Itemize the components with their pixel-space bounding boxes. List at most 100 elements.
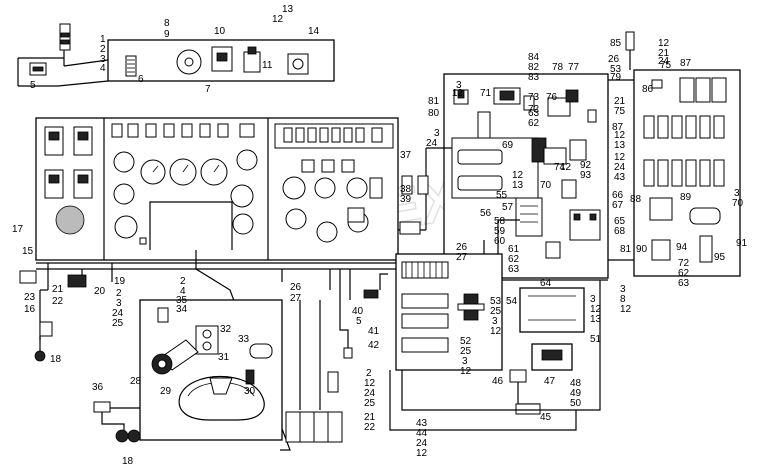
label-2: 2	[100, 44, 106, 55]
label-75b: 75	[614, 106, 626, 117]
label-12f: 12	[614, 130, 626, 141]
label-12l: 12	[590, 304, 602, 315]
label-85: 85	[610, 38, 622, 49]
label-46: 46	[492, 376, 504, 387]
label-28: 28	[130, 376, 142, 387]
label-5b: 5	[356, 316, 362, 327]
label-21d: 21	[614, 96, 626, 107]
label-24d: 24	[658, 56, 670, 67]
label-27b: 27	[456, 252, 468, 263]
label-67: 67	[612, 200, 624, 211]
label-21b: 21	[364, 412, 376, 423]
label-86: 86	[642, 84, 654, 95]
label-64: 64	[540, 278, 552, 289]
label-26b: 26	[456, 242, 468, 253]
label-23: 23	[24, 292, 36, 303]
instrument-panel	[35, 117, 399, 261]
label-26a: 26	[290, 282, 302, 293]
label-81a: 81	[428, 96, 440, 107]
label-43a: 43	[416, 418, 428, 429]
label-95: 95	[714, 252, 726, 263]
label-41: 41	[368, 326, 380, 337]
label-2b: 2	[116, 288, 122, 299]
label-70a: 70	[540, 180, 552, 191]
label-36: 36	[92, 382, 104, 393]
label-24c: 24	[416, 438, 428, 449]
label-65: 65	[614, 216, 626, 227]
label-8b: 8	[620, 294, 626, 305]
label-38: 38	[400, 184, 412, 195]
label-82: 82	[528, 62, 540, 73]
label-12k: 12	[560, 162, 572, 173]
label-83: 83	[528, 72, 540, 83]
label-49: 49	[570, 388, 582, 399]
label-13d: 13	[590, 314, 602, 325]
label-87b: 87	[612, 122, 624, 133]
label-3g: 3	[434, 128, 440, 139]
label-84: 84	[528, 52, 540, 63]
label-63b: 63	[678, 278, 690, 289]
label-12a: 12	[364, 378, 376, 389]
label-39: 39	[400, 194, 412, 205]
label-77: 77	[568, 62, 580, 73]
steering-column-inset	[139, 299, 283, 441]
label-72a: 72	[528, 104, 540, 115]
label-25b: 25	[364, 398, 376, 409]
label-4b: 4	[180, 286, 186, 297]
label-72b: 72	[678, 258, 690, 269]
label-13c: 13	[512, 180, 524, 191]
label-43b: 43	[614, 172, 626, 183]
label-24f: 24	[426, 138, 438, 149]
label-12e: 12	[658, 38, 670, 49]
label-22a: 22	[52, 296, 64, 307]
label-12h: 12	[620, 304, 632, 315]
label-3b: 3	[116, 298, 122, 309]
label-51: 51	[590, 334, 602, 345]
label-44: 44	[416, 428, 428, 439]
label-52: 52	[460, 336, 472, 347]
label-24a: 24	[112, 308, 124, 319]
label-70b: 70	[732, 198, 744, 209]
label-15: 15	[22, 246, 34, 257]
label-25d: 25	[490, 306, 502, 317]
callout-labels: 1 2 3 4 5 6 7 8 9 10 11 12 13 14 15 16 1…	[12, 4, 748, 467]
fuse-symbol-1	[59, 23, 71, 51]
label-12j: 12	[512, 170, 524, 181]
label-63c: 63	[528, 108, 540, 119]
label-60: 60	[494, 236, 506, 247]
label-9: 9	[164, 29, 170, 40]
label-13: 13	[282, 4, 294, 15]
switch-panel-top	[107, 39, 335, 82]
label-42: 42	[368, 340, 380, 351]
label-66: 66	[612, 190, 624, 201]
label-12i: 12	[452, 88, 464, 99]
label-57: 57	[502, 202, 514, 213]
label-7: 7	[205, 84, 211, 95]
label-48: 48	[570, 378, 582, 389]
label-3h: 3	[590, 294, 596, 305]
label-12g: 12	[614, 152, 626, 163]
label-47: 47	[544, 376, 556, 387]
label-88: 88	[630, 194, 642, 205]
label-50: 50	[570, 398, 582, 409]
label-79: 79	[610, 72, 622, 83]
label-59: 59	[494, 226, 506, 237]
label-71: 71	[480, 88, 492, 99]
label-10: 10	[214, 26, 226, 37]
label-22b: 22	[364, 422, 376, 433]
label-40: 40	[352, 306, 364, 317]
label-24b: 24	[364, 388, 376, 399]
label-53b: 53	[610, 64, 622, 75]
label-75: 75	[660, 60, 672, 71]
label-14: 14	[308, 26, 320, 37]
label-87a: 87	[680, 58, 692, 69]
label-31: 31	[218, 352, 230, 363]
label-32: 32	[220, 324, 232, 335]
label-73: 73	[528, 92, 540, 103]
label-69: 69	[502, 140, 514, 151]
label-25c: 25	[460, 346, 472, 357]
label-17: 17	[12, 224, 24, 235]
label-12d: 12	[490, 326, 502, 337]
label-2c: 2	[180, 276, 186, 287]
